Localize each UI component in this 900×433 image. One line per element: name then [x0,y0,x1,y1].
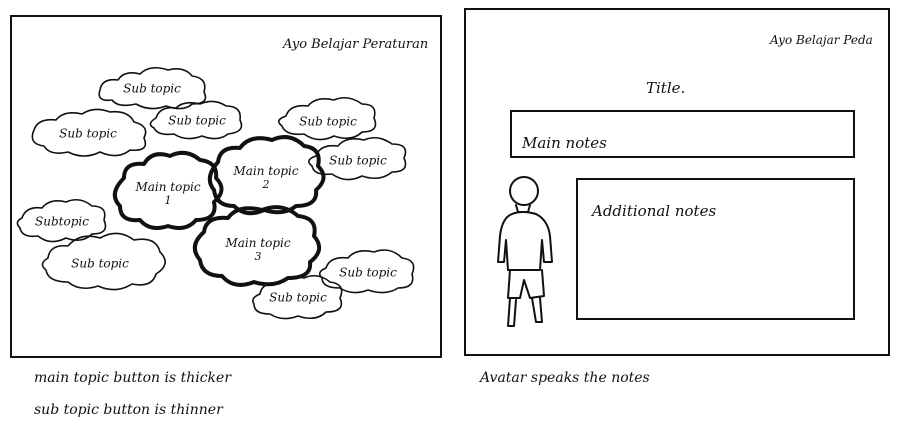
sub-topic-cloud-1 [98,66,207,110]
left-app-title: Ayo Belajar Peraturan [283,37,429,52]
main-topic-number: 3 [254,250,262,263]
main-topic-button-3[interactable]: Main topic 3 [225,236,291,264]
avatar-note: Avatar speaks the notes [480,370,650,386]
main-notes-label: Main notes [522,134,607,152]
sub-topic-cloud-8 [318,249,415,294]
sub-topic-button[interactable]: Sub topic [269,290,327,305]
main-topic-number: 2 [262,178,270,191]
additional-notes-box[interactable]: Additional notes [576,178,855,320]
main-topic-label: Main topic [135,180,201,194]
sub-topic-button[interactable]: Sub topic [299,114,357,129]
main-topic-cloud-1 [112,150,224,230]
page-title: Title. [646,79,686,97]
sub-topic-cloud-2 [31,108,147,157]
sub-topic-button[interactable]: Sub topic [71,256,129,271]
main-topic-note: main topic button is thicker [34,370,232,386]
sub-topic-button[interactable]: Sub topic [339,265,397,280]
main-topic-button-2[interactable]: Main topic 2 [233,164,299,192]
main-topic-button-1[interactable]: Main topic 1 [135,180,201,208]
main-notes-box[interactable]: Main notes [510,110,855,158]
main-topic-cloud-3 [192,205,322,287]
sub-topic-cloud-6 [16,198,107,243]
sub-topic-cloud-7 [41,232,166,291]
main-topic-label: Main topic [225,236,291,250]
sub-topic-cloud-4 [278,96,377,141]
main-topic-number: 1 [164,194,172,207]
sub-topic-button[interactable]: Sub topic [168,113,226,128]
sub-topic-cloud-3 [149,100,243,140]
main-topic-cloud-2 [207,135,326,216]
sub-topic-note: sub topic button is thinner [34,402,223,418]
sub-topic-button[interactable]: Sub topic [59,126,117,141]
sub-topic-button[interactable]: Sub topic [123,81,181,96]
avatar [497,176,553,327]
sub-topic-button[interactable]: Sub topic [329,153,387,168]
additional-notes-label: Additional notes [592,202,717,220]
main-topic-label: Main topic [233,164,299,178]
notes-sketch-frame [464,8,890,356]
right-app-title: Ayo Belajar Peda [770,33,873,47]
sub-topic-cloud-5 [308,136,407,181]
sub-topic-button[interactable]: Subtopic [35,214,89,229]
main-topic-sketch-frame [10,15,442,358]
